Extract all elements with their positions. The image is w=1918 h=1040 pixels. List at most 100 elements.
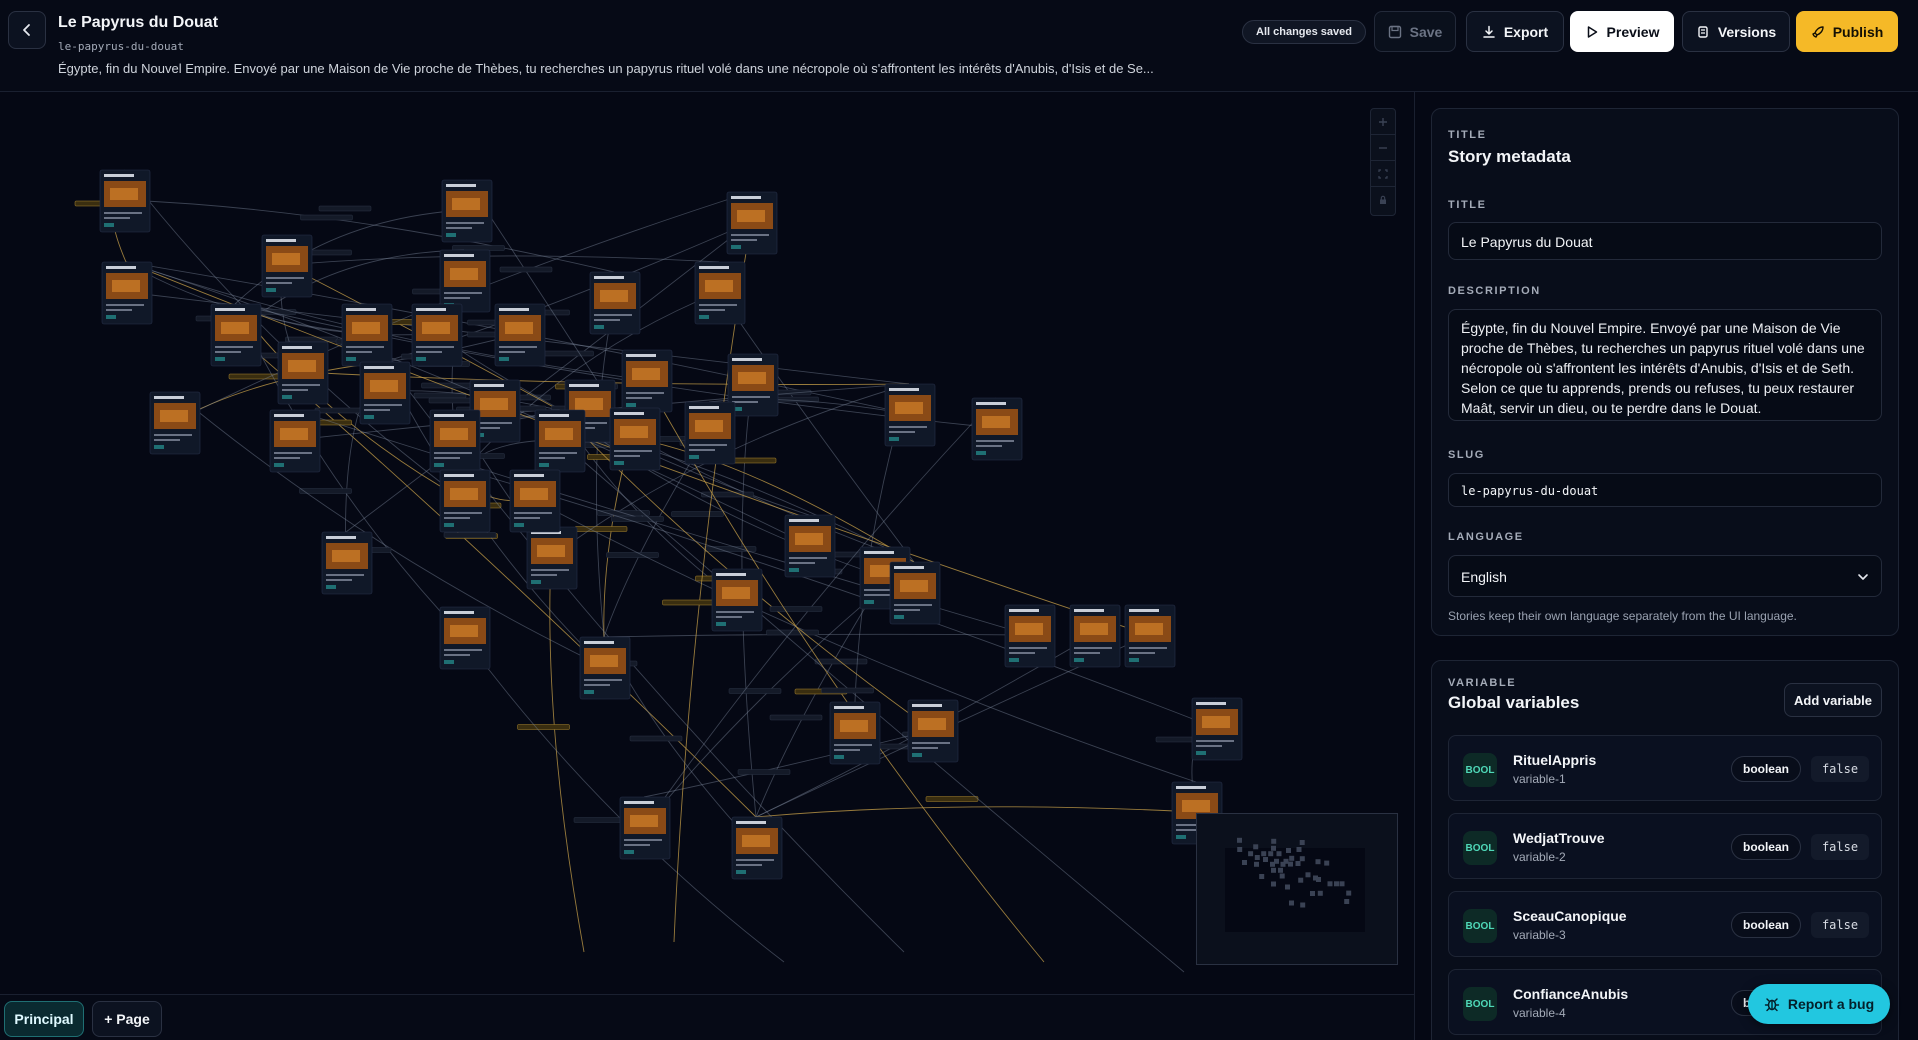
story-node[interactable] xyxy=(907,699,959,763)
title-input[interactable]: Le Papyrus du Douat xyxy=(1448,222,1882,260)
story-node[interactable] xyxy=(829,701,881,765)
story-node[interactable] xyxy=(889,561,941,625)
story-node[interactable] xyxy=(711,568,763,632)
edge-choice-label[interactable] xyxy=(443,532,497,538)
zoom-in-button[interactable] xyxy=(1371,109,1395,135)
variable-row[interactable]: BOOL WedjatTrouve variable-2 boolean fal… xyxy=(1448,813,1882,879)
story-link-edge[interactable] xyxy=(285,255,720,266)
edge-choice-label[interactable] xyxy=(701,491,754,498)
variable-type-pill[interactable]: boolean xyxy=(1731,834,1801,860)
edge-choice-label[interactable] xyxy=(285,336,338,343)
slug-input[interactable]: le-papyrus-du-douat xyxy=(1448,473,1882,507)
story-node[interactable] xyxy=(341,303,393,367)
edge-choice-label[interactable] xyxy=(499,266,553,273)
story-link-edge[interactable] xyxy=(558,439,1185,973)
edge-choice-label[interactable] xyxy=(728,688,782,694)
variable-row[interactable]: BOOL SceauCanopique variable-3 boolean f… xyxy=(1448,891,1882,957)
story-link-edge[interactable] xyxy=(125,261,810,546)
story-node[interactable] xyxy=(609,407,661,471)
story-node[interactable] xyxy=(469,379,521,443)
edge-choice-label[interactable] xyxy=(821,687,874,694)
edge-choice-label[interactable] xyxy=(611,516,664,522)
story-link-edge[interactable] xyxy=(755,576,885,818)
story-node[interactable] xyxy=(694,261,746,325)
edge-choice-label[interactable] xyxy=(541,350,594,357)
story-node[interactable] xyxy=(784,514,836,578)
edge-choice-label[interactable] xyxy=(517,724,570,730)
publish-button[interactable]: Publish xyxy=(1796,11,1898,52)
story-node[interactable] xyxy=(359,361,411,425)
story-node[interactable] xyxy=(727,353,779,417)
story-node[interactable] xyxy=(321,531,373,595)
variable-type-pill[interactable]: boolean xyxy=(1731,912,1801,938)
story-link-edge[interactable] xyxy=(345,221,752,533)
story-node[interactable] xyxy=(429,409,481,473)
edge-choice-label[interactable] xyxy=(606,552,659,558)
zoom-out-button[interactable] xyxy=(1371,135,1395,161)
story-link-edge[interactable] xyxy=(673,221,752,943)
story-link-edge[interactable] xyxy=(234,303,997,429)
tab-principal[interactable]: Principal xyxy=(4,1001,84,1037)
story-node[interactable] xyxy=(1191,697,1243,761)
edge-choice-label[interactable] xyxy=(573,817,627,823)
edge-choice-label[interactable] xyxy=(629,735,683,742)
story-link-edge[interactable] xyxy=(533,499,1197,783)
story-node[interactable] xyxy=(619,796,671,860)
story-node[interactable] xyxy=(494,303,546,367)
story-link-edge[interactable] xyxy=(643,729,933,798)
story-node[interactable] xyxy=(439,469,491,533)
story-node[interactable] xyxy=(439,606,491,670)
fit-view-button[interactable] xyxy=(1371,161,1395,187)
story-node[interactable] xyxy=(684,401,736,465)
edge-choice-label[interactable] xyxy=(769,606,823,612)
language-select[interactable]: English xyxy=(1448,555,1882,597)
lock-button[interactable] xyxy=(1371,187,1395,213)
story-node[interactable] xyxy=(509,469,561,533)
story-node[interactable] xyxy=(1069,604,1121,668)
add-page-button[interactable]: + Page xyxy=(92,1001,162,1037)
story-node[interactable] xyxy=(439,249,491,313)
add-variable-button[interactable]: Add variable xyxy=(1784,683,1882,717)
story-link-edge[interactable] xyxy=(645,379,1045,963)
story-link-edge[interactable] xyxy=(234,209,467,305)
story-node[interactable] xyxy=(261,234,313,298)
story-node[interactable] xyxy=(441,179,493,243)
story-node[interactable] xyxy=(579,636,631,700)
story-node[interactable] xyxy=(621,349,673,413)
edge-choice-label[interactable] xyxy=(671,511,724,517)
story-link-edge[interactable] xyxy=(549,556,585,953)
story-node[interactable] xyxy=(149,391,201,455)
edge-choice-label[interactable] xyxy=(662,599,715,606)
variable-type-pill[interactable]: boolean xyxy=(1731,756,1801,782)
story-node[interactable] xyxy=(884,383,936,447)
story-node[interactable] xyxy=(1124,604,1176,668)
story-node[interactable] xyxy=(589,271,641,335)
edge-choice-label[interactable] xyxy=(597,510,650,516)
story-node[interactable] xyxy=(731,816,783,880)
edge-choice-label[interactable] xyxy=(925,796,979,802)
story-node[interactable] xyxy=(269,409,321,473)
story-node[interactable] xyxy=(277,341,329,405)
story-link-edge[interactable] xyxy=(173,391,605,668)
versions-button[interactable]: Versions xyxy=(1682,11,1790,52)
edge-choice-label[interactable] xyxy=(300,214,353,221)
story-node[interactable] xyxy=(210,303,262,367)
story-node[interactable] xyxy=(726,191,778,255)
story-node[interactable] xyxy=(99,169,151,233)
edge-choice-label[interactable] xyxy=(318,205,372,212)
edge-choice-label[interactable] xyxy=(299,488,352,494)
story-graph-canvas[interactable] xyxy=(0,92,1414,994)
minimap-viewport[interactable] xyxy=(1225,848,1365,932)
story-graph[interactable] xyxy=(0,92,1414,994)
story-link-edge[interactable] xyxy=(755,806,1197,818)
variable-default-value[interactable]: false xyxy=(1811,912,1869,938)
story-link-edge[interactable] xyxy=(633,437,915,563)
variable-default-value[interactable]: false xyxy=(1811,756,1869,782)
story-node[interactable] xyxy=(411,303,463,367)
story-node[interactable] xyxy=(1004,604,1056,668)
report-bug-button[interactable]: Report a bug xyxy=(1748,984,1890,1024)
variable-default-value[interactable]: false xyxy=(1811,834,1869,860)
story-node[interactable] xyxy=(101,261,153,325)
edge-choice-label[interactable] xyxy=(314,407,368,414)
minimap[interactable] xyxy=(1196,813,1398,965)
